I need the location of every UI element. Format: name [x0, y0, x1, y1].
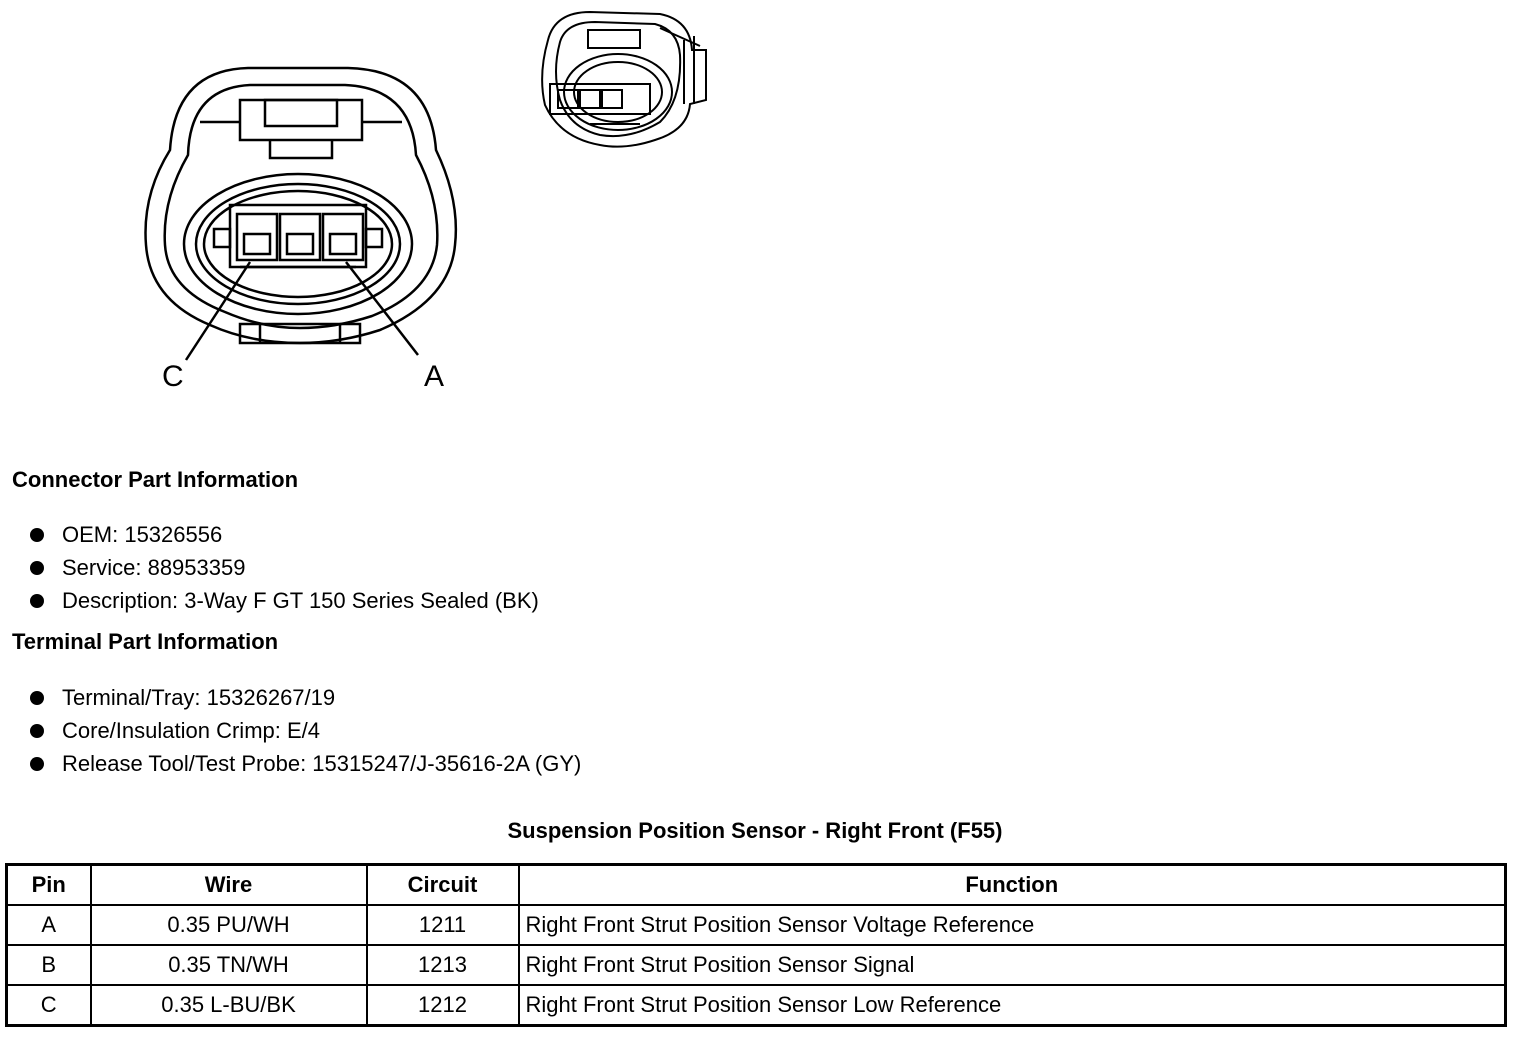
list-item: Terminal/Tray: 15326267/19: [28, 681, 581, 714]
bullet-icon: [30, 528, 44, 542]
list-item-text: Core/Insulation Crimp: E/4: [62, 718, 320, 743]
bullet-icon: [30, 691, 44, 705]
column-header-circuit: Circuit: [365, 863, 520, 906]
bullet-icon: [30, 561, 44, 575]
table-row: C 0.35 L-BU/BK 1212 Right Front Strut Po…: [5, 984, 1507, 1027]
circuit-cell: 1213: [365, 944, 520, 986]
column-header-wire: Wire: [89, 863, 368, 906]
function-cell: Right Front Strut Position Sensor Signal: [517, 944, 1507, 986]
list-item: OEM: 15326556: [28, 518, 539, 551]
pinout-table: Pin Wire Circuit Function A 0.35 PU/WH 1…: [5, 863, 1507, 1027]
list-item-text: Release Tool/Test Probe: 15315247/J-3561…: [62, 751, 582, 776]
list-item-text: OEM: 15326556: [62, 522, 223, 547]
circuit-cell: 1212: [365, 984, 520, 1027]
table-row: B 0.35 TN/WH 1213 Right Front Strut Posi…: [5, 944, 1507, 986]
function-cell: Right Front Strut Position Sensor Voltag…: [517, 904, 1507, 946]
connector-face-view: [144, 66, 458, 361]
bullet-icon: [30, 724, 44, 738]
terminal-part-information-heading: Terminal Part Information: [12, 629, 279, 654]
bullet-icon: [30, 757, 44, 771]
wire-cell: 0.35 TN/WH: [89, 944, 368, 986]
function-cell: Right Front Strut Position Sensor Low Re…: [517, 984, 1507, 1027]
list-item: Service: 88953359: [28, 551, 539, 584]
list-item-text: Service: 88953359: [62, 555, 246, 580]
circuit-cell: 1211: [365, 904, 520, 946]
pin-label-a: A: [424, 360, 445, 393]
list-item: Core/Insulation Crimp: E/4: [28, 714, 581, 747]
table-header-row: Pin Wire Circuit Function: [5, 863, 1507, 906]
column-header-pin: Pin: [5, 863, 92, 906]
wire-cell: 0.35 L-BU/BK: [89, 984, 368, 1027]
pinout-table-title: Suspension Position Sensor - Right Front…: [507, 818, 1003, 843]
column-header-function: Function: [517, 863, 1507, 906]
table-row: A 0.35 PU/WH 1211 Right Front Strut Posi…: [5, 904, 1507, 946]
bullet-icon: [30, 594, 44, 608]
list-item: Release Tool/Test Probe: 15315247/J-3561…: [28, 747, 581, 780]
list-item-text: Description: 3-Way F GT 150 Series Seale…: [62, 588, 539, 613]
list-item-text: Terminal/Tray: 15326267/19: [62, 685, 336, 710]
pin-label-c: C: [162, 360, 184, 393]
connector-part-information-heading: Connector Part Information: [12, 467, 299, 492]
connector-part-information-list: OEM: 15326556 Service: 88953359 Descript…: [28, 518, 539, 617]
terminal-part-information-list: Terminal/Tray: 15326267/19 Core/Insulati…: [28, 681, 581, 780]
pin-cell: A: [5, 904, 92, 946]
connector-isometric-view: [541, 10, 707, 148]
pin-cell: C: [5, 984, 92, 1027]
wire-cell: 0.35 PU/WH: [89, 904, 368, 946]
connector-diagram: [144, 10, 707, 361]
list-item: Description: 3-Way F GT 150 Series Seale…: [28, 584, 539, 617]
pin-cell: B: [5, 944, 92, 986]
